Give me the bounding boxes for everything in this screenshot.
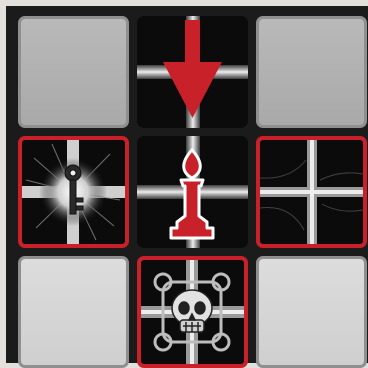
tile-corridor-crossing[interactable] [137, 136, 248, 248]
game-board [6, 6, 368, 363]
arrow-down-icon [137, 16, 248, 128]
skull-icon [141, 260, 244, 364]
tile-grid [18, 16, 367, 368]
tile-empty[interactable] [256, 16, 367, 128]
tile-empty[interactable] [256, 256, 367, 368]
key-icon [22, 140, 125, 244]
tile-skull-room[interactable] [137, 256, 248, 368]
corridor-art [260, 140, 363, 244]
tile-empty[interactable] [18, 16, 129, 128]
tile-empty[interactable] [18, 256, 129, 368]
tile-corridor-crossing[interactable] [256, 136, 367, 248]
tile-key-room[interactable] [18, 136, 129, 248]
tile-corridor[interactable] [137, 16, 248, 128]
pawn-icon[interactable] [137, 136, 248, 248]
